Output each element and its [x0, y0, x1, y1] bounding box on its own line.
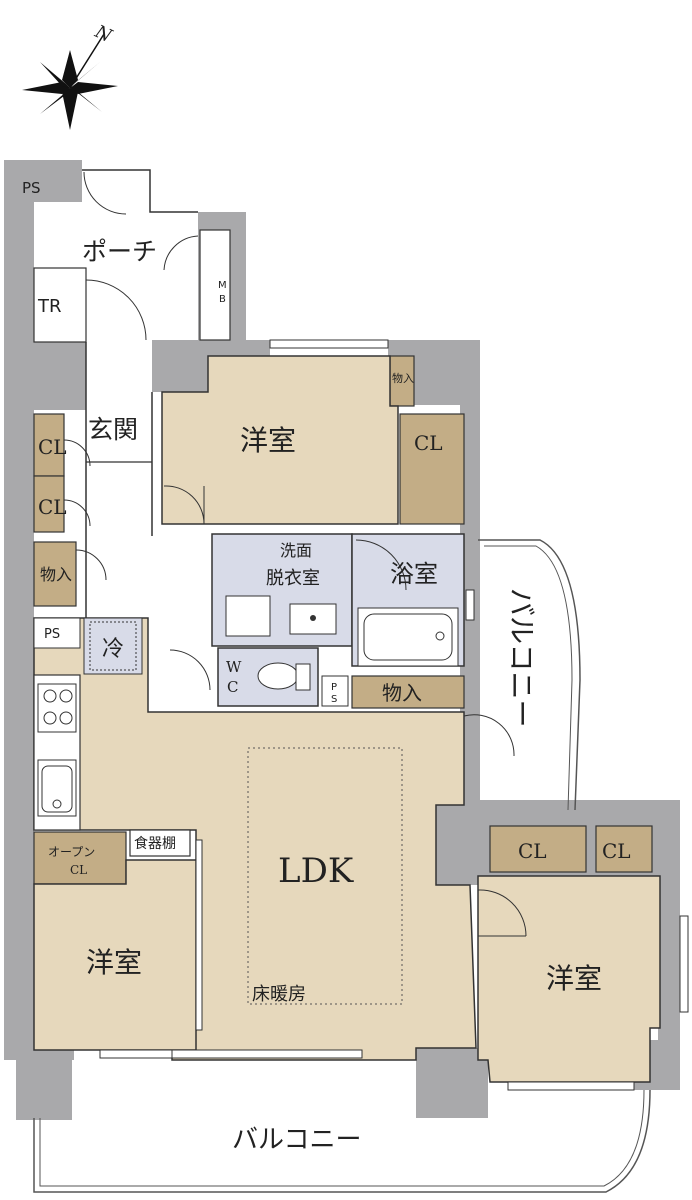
balcony-east	[478, 539, 581, 811]
wc-label-1: W	[226, 658, 242, 676]
north-compass-icon: N	[22, 21, 118, 130]
room-nw-label: 洋室	[240, 424, 296, 457]
bath-label: 浴室	[390, 560, 438, 588]
ps-kitchen-label: PS	[44, 627, 60, 642]
bedroom-se	[477, 875, 661, 1083]
windows	[99, 339, 689, 1091]
fridge-label: 冷	[102, 637, 124, 662]
cl-entry-1-label: CL	[38, 435, 67, 459]
mono-hall-label: 物入	[382, 681, 422, 705]
porch-area	[33, 169, 231, 343]
bathtub-icon	[357, 607, 459, 667]
mono-entry-label: 物入	[40, 565, 72, 584]
bedroom-nw	[161, 355, 399, 525]
ldk-label: LDK	[278, 851, 354, 891]
room-nw-mono-label: 物入	[392, 371, 414, 385]
genkan-label: 玄関	[88, 415, 138, 444]
floor-heating-label: 床暖房	[252, 984, 306, 1005]
washbasin-icon	[225, 595, 337, 637]
cl-se-1-label: CL	[518, 839, 547, 863]
kitchen-sink-icon	[37, 759, 77, 817]
open-cl-label-2: CL	[70, 863, 87, 877]
senmen-label-2: 脱衣室	[266, 568, 320, 589]
cl-entry-2-label: CL	[38, 495, 67, 519]
compass-north-label: N	[91, 21, 116, 48]
senmen-label-1: 洗面	[280, 541, 312, 560]
hall-outlines	[63, 342, 515, 757]
ps-mid-label-1: P	[331, 682, 337, 693]
room-nw-cl-label: CL	[414, 431, 443, 455]
toilet-icon	[257, 662, 311, 691]
labels: PS ポーチ TR M B 玄関 CL CL 物入 PS 冷 オープン CL 食…	[22, 179, 631, 1155]
shokkidana-label: 食器棚	[134, 835, 176, 852]
ps-top-label: PS	[22, 179, 41, 197]
balcony-south	[33, 1089, 651, 1193]
balcony-south-label: バルコニー	[232, 1125, 361, 1155]
wc-label-2: C	[227, 678, 238, 696]
cl-se-2-label: CL	[602, 839, 631, 863]
porch-label: ポーチ	[82, 237, 157, 266]
open-cl-label-1: オープン	[48, 845, 95, 859]
room-sw-label: 洋室	[86, 946, 142, 979]
cooktop-icon	[37, 683, 77, 733]
balcony-east-label: バルコニー	[505, 588, 538, 727]
ps-mid-label-2: S	[331, 694, 337, 705]
living-area	[33, 617, 477, 1061]
storage	[33, 355, 653, 885]
mb-label-m: M	[218, 280, 227, 291]
mb-label-b: B	[219, 294, 226, 305]
tr-label: TR	[37, 296, 62, 317]
room-se-label: 洋室	[546, 962, 602, 995]
ps-shaft-mid	[321, 675, 349, 707]
